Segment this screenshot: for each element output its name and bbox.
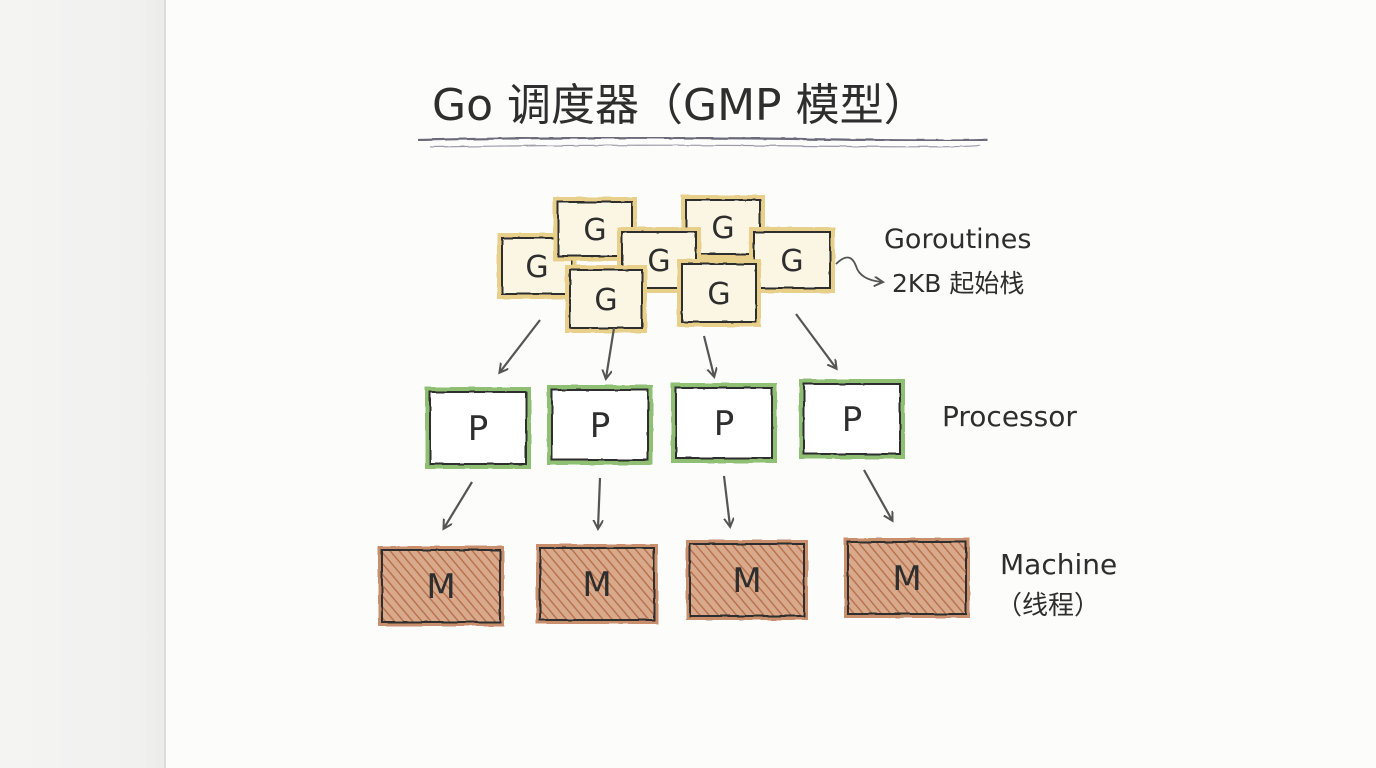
goroutine-box-2-label: G [583,213,606,248]
machine-box-1: M [378,546,504,626]
machine-box-3-outline [689,543,805,617]
machine-box-1-fill [378,546,504,626]
machine-box-2-outline [539,547,655,621]
goroutine-box-5: G [749,227,835,293]
goroutine-to-processor-arrows [500,313,836,378]
machine-box-4: M [844,538,970,618]
processor-box-2-fill [547,385,653,465]
goroutine-box-6: G [565,265,647,333]
processor-box-3-fill [671,383,777,463]
arrow-g-to-p-3 [702,335,714,376]
machine-box-1-label: M [426,567,455,607]
goroutine-box-4-label: G [647,244,670,279]
goroutine-box-7-label: G [707,277,730,312]
processor-box-2: P [547,385,653,465]
processor-box-1-fill [425,387,531,469]
processor-box-2-outline [551,389,649,461]
goroutine-box-6-outline [569,269,643,329]
processor-box-3: P [671,383,777,463]
goroutine-box-7-outline [681,263,757,323]
arrow-p-to-m-1 [444,481,473,528]
arrow-p-to-m-4 [863,469,892,520]
machine-box-3-label: M [732,561,761,601]
goroutine-box-6-fill [565,265,647,333]
stack-callout-arrow [835,256,882,282]
machine-box-3: M [686,540,808,620]
processor-box-4-label: P [842,400,863,440]
goroutine-stack-label: 2KB 起始栈 [892,269,1024,298]
machine-box-4-label: M [892,559,921,599]
goroutine-box-1-label: G [525,250,548,285]
goroutine-box-5-label: G [780,244,803,279]
goroutine-box-7: G [677,259,761,327]
machine-box-1-outline [381,549,501,623]
machine-label: Machine [1000,548,1117,581]
left-page-margin [0,0,166,768]
arrow-g-to-p-4 [795,313,836,368]
machine-box-2-fill [536,544,658,624]
processor-box-2-label: P [590,406,611,446]
goroutine-box-6-label: G [594,283,617,318]
machine-box-4-outline [847,541,967,615]
goroutines-label: Goroutines [884,224,1031,255]
title-underline-second-stroke [429,144,981,148]
processor-box-4: P [799,379,905,459]
title-underline [417,136,988,142]
processor-to-machine-arrows [444,469,892,528]
processor-box-1: P [425,387,531,469]
machine-thread-label: （线程） [996,591,1100,621]
processor-box-1-label: P [468,409,489,449]
machine-box-2-label: M [582,565,611,605]
arrow-p-to-m-3 [722,475,730,526]
arrow-g-to-p-1 [500,319,541,372]
diagram-title: Go 调度器（GMP 模型） [432,80,928,131]
processor-box-3-label: P [714,404,735,444]
processor-box-3-outline [675,387,773,459]
goroutine-box-7-fill [677,259,761,327]
processor-box-4-fill [799,379,905,459]
machine-box-3-fill [686,540,808,620]
machine-box-2: M [536,544,658,624]
arrow-p-to-m-2 [598,477,600,528]
arrow-g-to-p-2 [606,327,616,378]
machine-box-4-fill [844,538,970,618]
goroutine-box-3-label: G [711,211,734,246]
processor-box-1-outline [429,391,527,465]
processor-label: Processor [942,400,1077,433]
processor-box-4-outline [803,383,901,455]
